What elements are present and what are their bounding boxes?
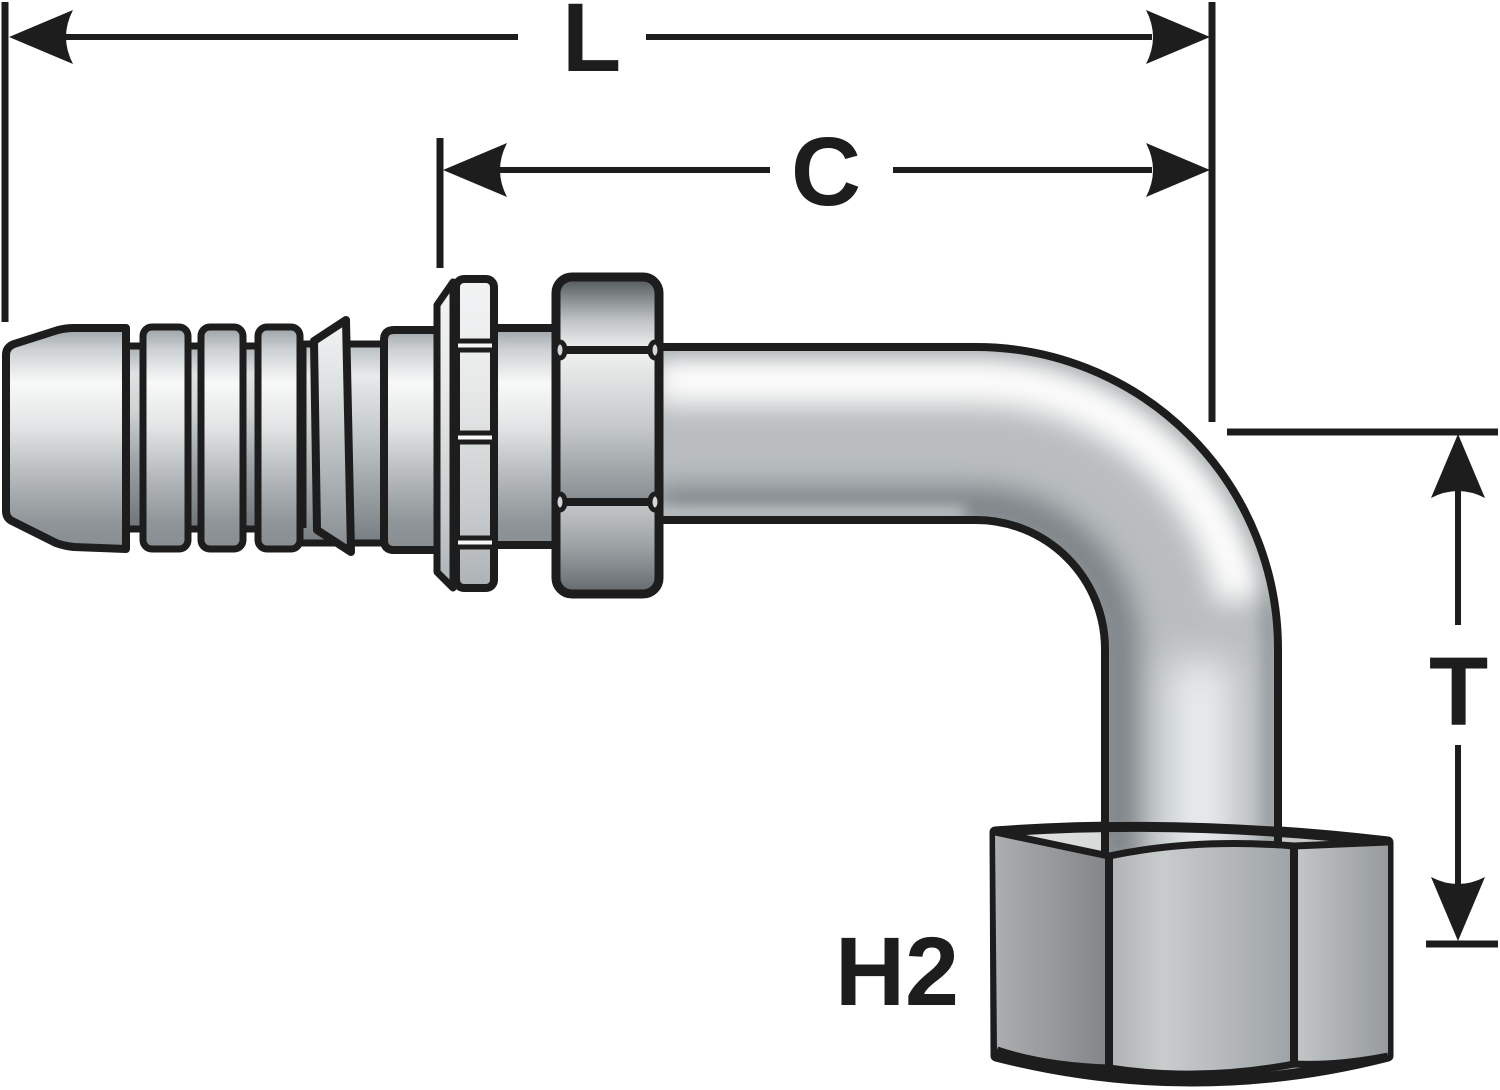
svg-text:L: L [562, 0, 621, 92]
svg-text:H2: H2 [835, 917, 959, 1026]
svg-text:T: T [1429, 637, 1488, 746]
svg-text:C: C [791, 117, 861, 226]
